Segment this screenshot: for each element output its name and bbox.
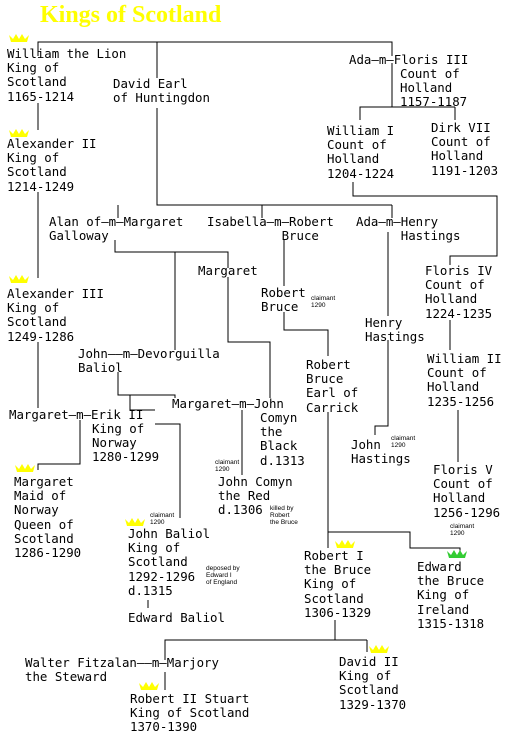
edward-baliol: Edward Baliol bbox=[128, 610, 225, 625]
killed-note: killed by Robert the Bruce bbox=[270, 505, 298, 526]
floris-iv: Floris IV Count of Holland 1224-1235 bbox=[425, 263, 493, 321]
deposed-note: deposed by Edward I of England bbox=[206, 565, 240, 586]
john-m-devorguilla: John——m—Devorguilla Baliol bbox=[78, 346, 220, 376]
crown-icon bbox=[369, 645, 389, 653]
erik-ii-title: King of Norway 1280-1299 bbox=[92, 421, 160, 465]
crown-icon bbox=[15, 464, 35, 472]
dirk-vii-holland: Dirk VII Count of Holland 1191-1203 bbox=[431, 120, 499, 178]
floris-iii-title: Count of Holland 1157-1187 bbox=[400, 66, 468, 110]
robert-i-the-bruce: Robert I the Bruce King of Scotland 1306… bbox=[304, 548, 372, 620]
crown-icon bbox=[9, 129, 29, 137]
ada-m-henry-hastings: Ada—m—Henry Hastings bbox=[356, 214, 461, 244]
claimant-note: claimant 1290 bbox=[391, 435, 416, 449]
margaret-maid-of-norway: Margaret Maid of Norway Queen of Scotlan… bbox=[14, 474, 82, 561]
john-comyn-the-red: John Comyn the Red d.1306 bbox=[218, 474, 293, 518]
robert-bruce-claimant: Robert Bruce bbox=[261, 285, 306, 315]
crown-icon bbox=[9, 275, 29, 283]
margaret-m-erik-ii: Margaret—m—Erik II bbox=[9, 407, 144, 422]
claimant-note: claimant 1290 bbox=[150, 512, 175, 526]
ada-m-floris-iii: Ada—m—Floris III bbox=[349, 52, 469, 67]
david-earl-of-huntingdon: David Earl of Huntingdon bbox=[113, 76, 210, 106]
edward-the-bruce: Edward the Bruce King of Ireland 1315-13… bbox=[417, 559, 485, 631]
claimant-note: claimant 1290 bbox=[215, 459, 240, 473]
david-ii: David II King of Scotland 1329-1370 bbox=[339, 654, 407, 712]
crown-icon bbox=[139, 682, 159, 690]
robert-ii-stuart: Robert II Stuart King of Scotland 1370-1… bbox=[130, 691, 250, 735]
john-baliol: John Baliol King of Scotland 1292-1296 d… bbox=[128, 526, 211, 598]
crown-ireland-icon bbox=[447, 550, 467, 558]
claimant-note: claimant 1290 bbox=[311, 295, 336, 309]
page-title: Kings of Scotland bbox=[40, 2, 222, 28]
john-comyn-the-black: Comyn the Black d.1313 bbox=[260, 410, 305, 468]
william-the-lion: William the Lion King of Scotland 1165-1… bbox=[7, 46, 127, 104]
robert-bruce-earl-of-carrick: Robert Bruce Earl of Carrick bbox=[306, 357, 359, 415]
claimant-note: claimant 1290 bbox=[450, 523, 475, 537]
crown-icon bbox=[125, 518, 145, 526]
henry-hastings: Henry Hastings bbox=[365, 315, 425, 345]
william-i-holland: William I Count of Holland 1204-1224 bbox=[327, 123, 395, 181]
alan-m-margaret: Alan of—m—Margaret Galloway bbox=[49, 214, 184, 244]
william-ii-holland: William II Count of Holland 1235-1256 bbox=[427, 351, 502, 409]
margaret-m-john-comyn: Margaret—m—John bbox=[172, 396, 284, 411]
crown-icon bbox=[335, 540, 355, 548]
floris-v-holland: Floris V Count of Holland 1256-1296 bbox=[433, 462, 501, 520]
walter-fitzalan-m-marjory: Walter Fitzalan——m—Marjory the Steward bbox=[25, 655, 219, 685]
alexander-ii: Alexander II King of Scotland 1214-1249 bbox=[7, 136, 97, 194]
john-hastings: John Hastings bbox=[351, 437, 411, 467]
margaret-of-galloway: Margaret bbox=[198, 263, 258, 278]
isabella-m-robert-bruce: Isabella—m—Robert Bruce bbox=[207, 214, 334, 244]
alexander-iii: Alexander III King of Scotland 1249-1286 bbox=[7, 286, 104, 344]
crown-icon bbox=[9, 34, 29, 42]
